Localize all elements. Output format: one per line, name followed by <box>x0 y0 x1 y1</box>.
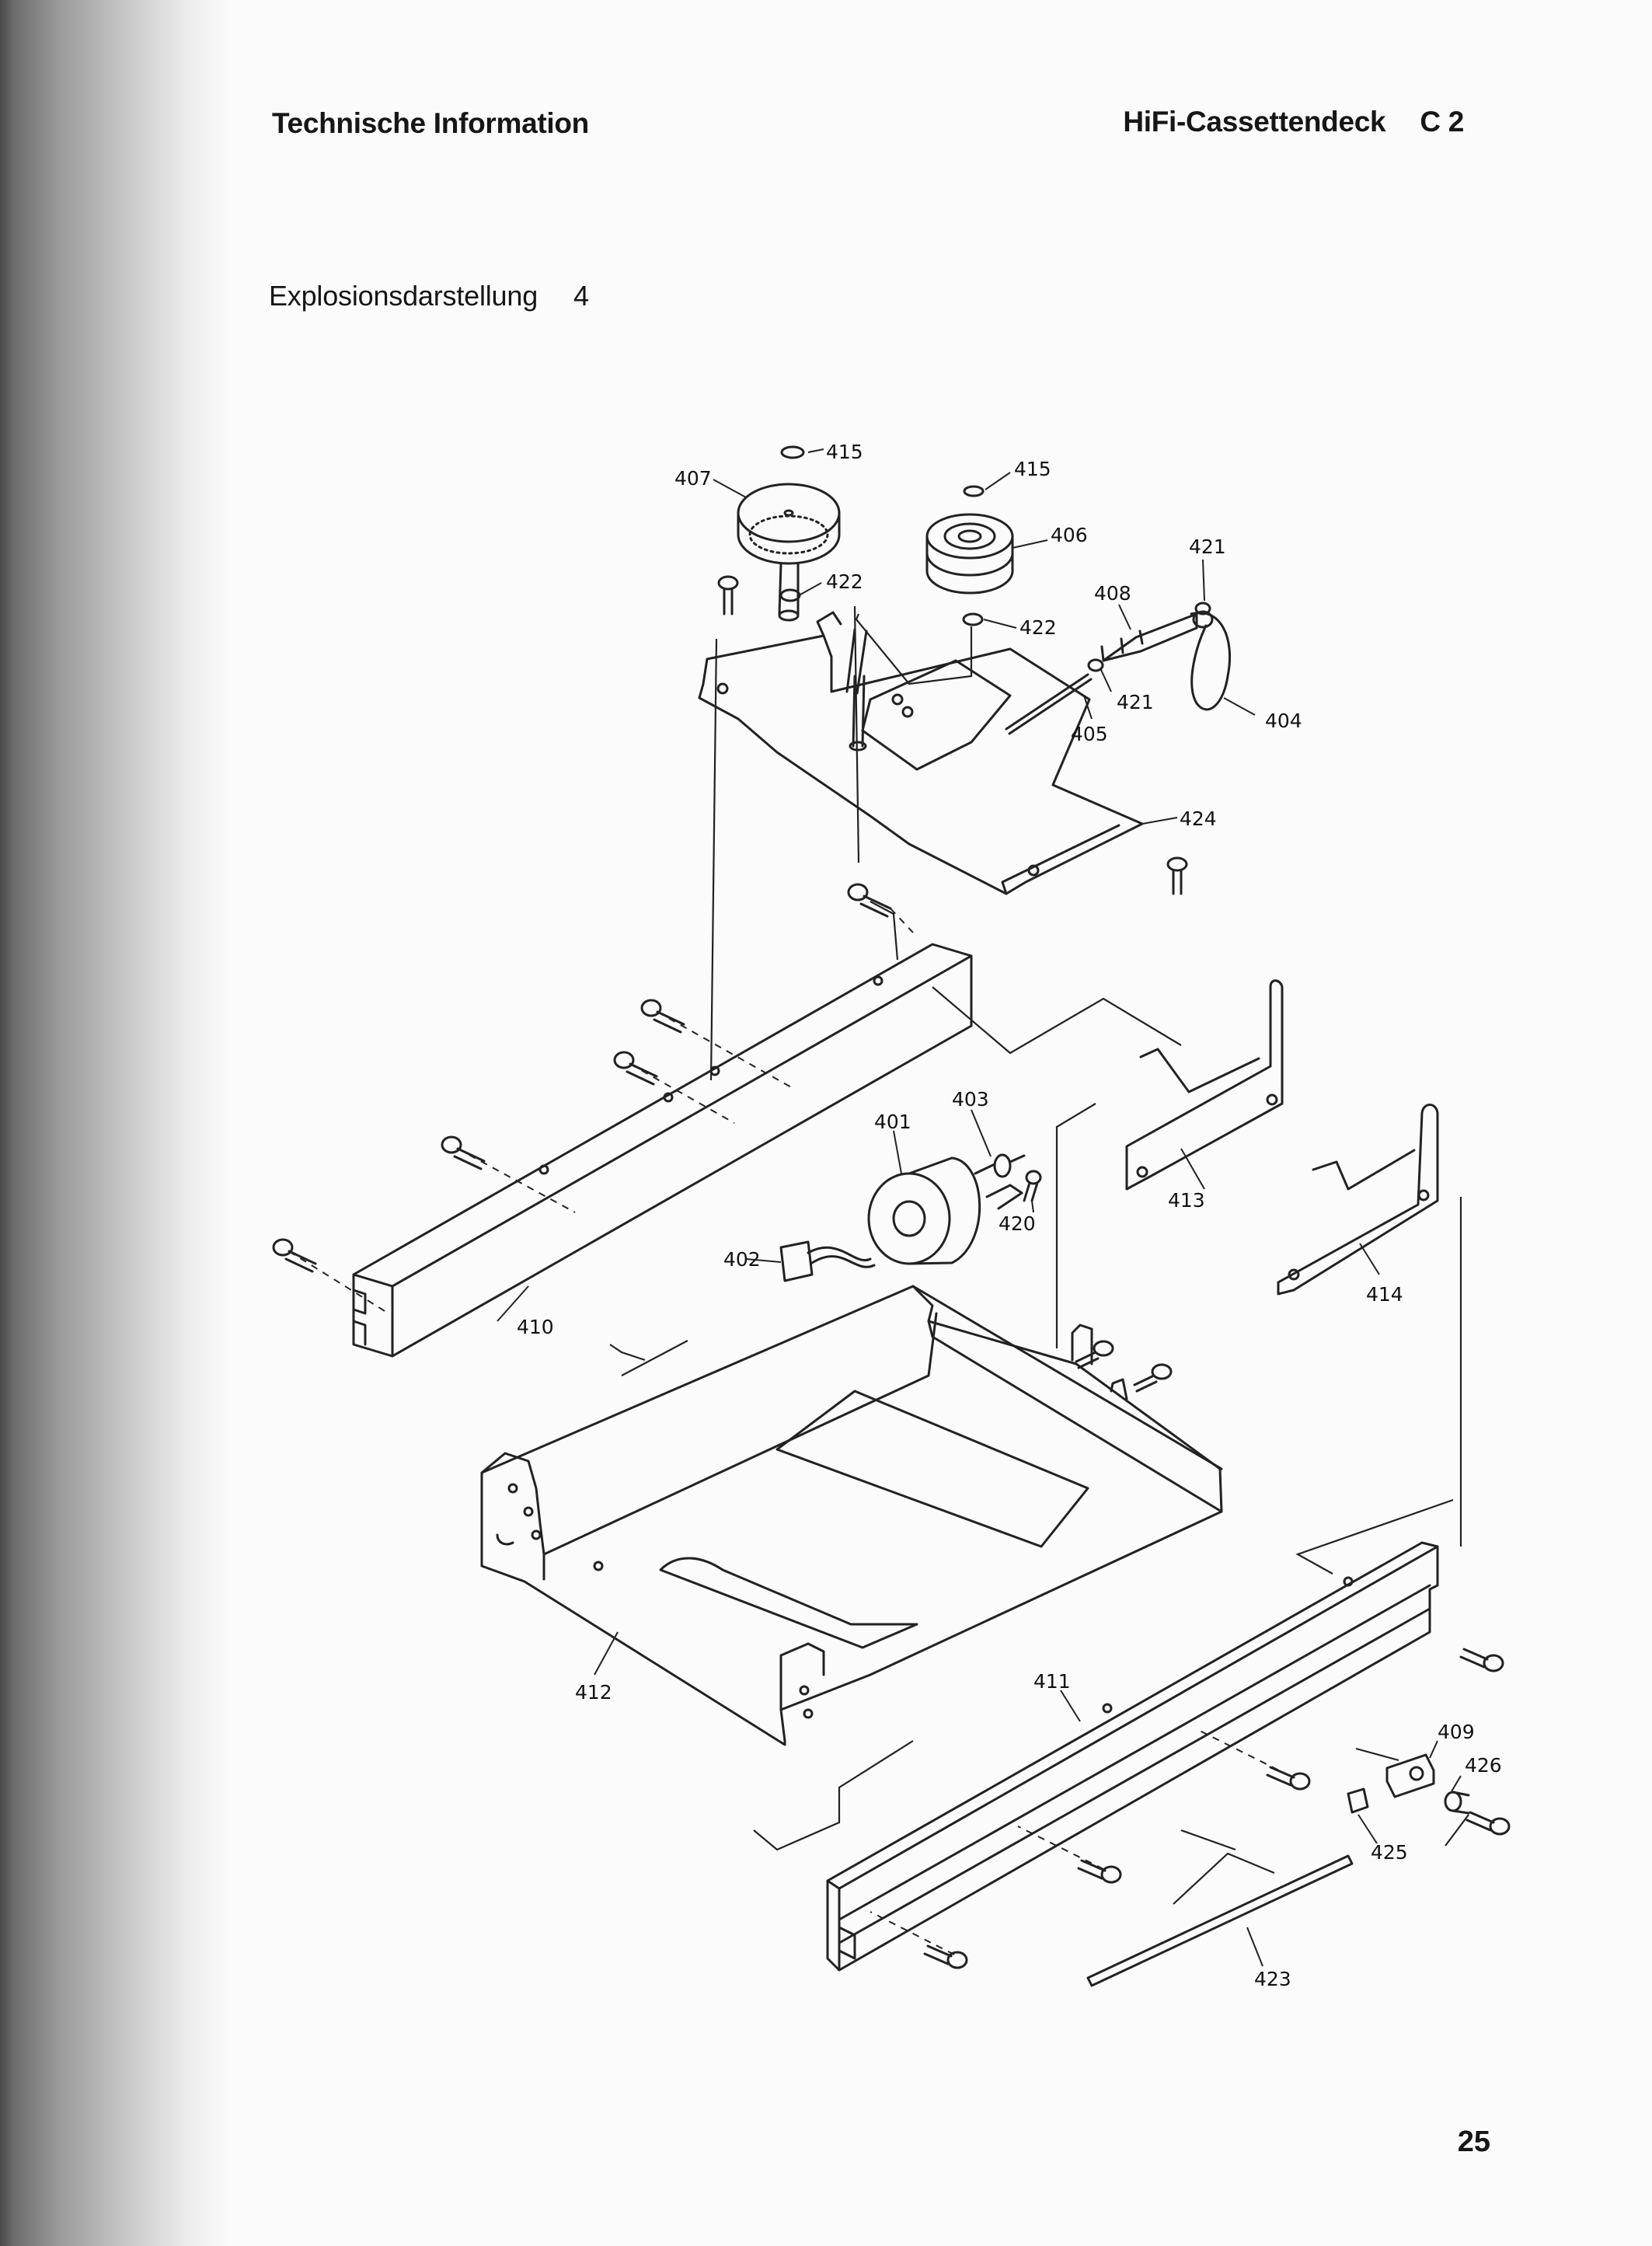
label-401: 401 <box>874 1111 911 1133</box>
washer-422a <box>779 588 801 602</box>
label-422a: 422 <box>826 570 863 593</box>
label-412: 412 <box>575 1681 612 1704</box>
connector-402 <box>779 1240 876 1282</box>
washer-422b <box>962 612 984 626</box>
bracket-414 <box>1277 1104 1439 1296</box>
page-number: 25 <box>1457 2126 1490 2158</box>
pulley-403 <box>974 1153 1026 1178</box>
binding-shadow <box>0 0 233 2246</box>
washer-421a <box>1194 602 1211 616</box>
label-409: 409 <box>1438 1721 1475 1743</box>
washer-415a <box>780 445 805 459</box>
label-421a: 421 <box>1189 535 1226 558</box>
part-425 <box>1347 1787 1369 1814</box>
label-413: 413 <box>1168 1189 1205 1212</box>
label-420: 420 <box>999 1212 1036 1235</box>
header-title: Technische Information <box>272 107 589 139</box>
screws-410 <box>272 883 892 1273</box>
label-408: 408 <box>1094 582 1131 605</box>
part-labels: 415 407 415 406 421 422 408 422 421 405 … <box>517 441 1502 1990</box>
label-423: 423 <box>1254 1968 1291 1990</box>
label-405: 405 <box>1071 723 1108 745</box>
label-422b: 422 <box>1019 616 1057 639</box>
bracket-424 <box>698 611 1144 895</box>
label-414: 414 <box>1366 1283 1403 1306</box>
label-415a: 415 <box>826 441 863 463</box>
screw-420 <box>1023 1170 1042 1202</box>
label-402: 402 <box>723 1248 761 1271</box>
header-product: HiFi-Cassettendeck C 2 <box>1123 106 1464 138</box>
header-model: C 2 <box>1420 106 1464 138</box>
gear-407 <box>737 483 841 622</box>
strip-423 <box>1086 1854 1354 1987</box>
rail-410 <box>352 943 973 1358</box>
section-heading: Explosionsdarstellung 4 <box>269 280 589 312</box>
header-product-name: HiFi-Cassettendeck <box>1123 106 1386 138</box>
screws-411 <box>923 1648 1511 1969</box>
label-426: 426 <box>1465 1754 1502 1777</box>
screw-424 <box>1166 856 1188 895</box>
label-424: 424 <box>1180 807 1217 830</box>
label-410: 410 <box>517 1316 554 1338</box>
part-426 <box>1444 1791 1470 1815</box>
label-404: 404 <box>1265 710 1302 732</box>
motor-401 <box>867 1156 1023 1265</box>
section-title: Explosionsdarstellung <box>269 280 538 312</box>
washer-421b <box>1087 658 1104 672</box>
rail-411 <box>826 1541 1439 1972</box>
screw-top <box>717 575 739 616</box>
label-406: 406 <box>1051 524 1088 546</box>
screws-412 <box>1075 1340 1173 1393</box>
part-409 <box>1385 1753 1435 1798</box>
washer-415b <box>963 485 985 497</box>
bracket-413 <box>1125 979 1284 1191</box>
label-421b: 421 <box>1117 691 1154 713</box>
section-number: 4 <box>573 280 589 312</box>
label-407: 407 <box>674 467 712 490</box>
label-415b: 415 <box>1014 458 1051 480</box>
chassis-412 <box>480 1285 1223 1746</box>
label-425: 425 <box>1371 1841 1408 1864</box>
idler-arm-408 <box>1100 610 1232 711</box>
shaft-405 <box>1005 673 1093 735</box>
pulley-406 <box>925 513 1014 595</box>
label-411: 411 <box>1033 1670 1071 1693</box>
label-403: 403 <box>952 1088 989 1111</box>
